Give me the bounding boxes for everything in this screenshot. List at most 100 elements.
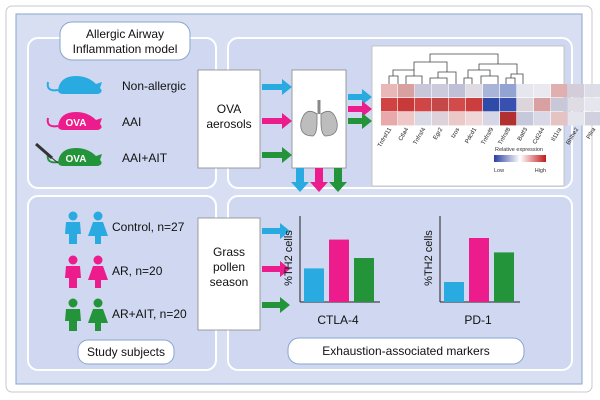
arrow-blue-down [291, 168, 309, 192]
heatmap-cell [449, 98, 466, 112]
arrow-blue [348, 89, 372, 105]
mouse-group-label: AAI [122, 115, 141, 129]
ova-box-line1: OVA [217, 102, 241, 116]
heatmap-cell [398, 84, 415, 98]
heatmap-cell [500, 112, 517, 126]
heatmap-cell [517, 84, 534, 98]
lung-icon [300, 100, 338, 137]
heatmap-cell [585, 98, 600, 112]
arrow-green-down [329, 168, 347, 192]
heatmap-cell [517, 98, 534, 112]
heatmap-cell [568, 98, 585, 112]
arrow-pink-down [310, 168, 328, 192]
grass-box-line3: season [210, 275, 249, 289]
bar-ar-ait [494, 252, 514, 302]
mouse-icon [46, 76, 102, 94]
ova-badge: OVA [66, 118, 87, 129]
bar-ar-ait [354, 258, 374, 302]
person-icon [65, 255, 81, 288]
heatmap-cell [432, 98, 449, 112]
heatmap-cell [432, 112, 449, 126]
heatmap-cell [568, 112, 585, 126]
arrow-pink [262, 113, 292, 129]
model-title-line2: Inflammation model [73, 42, 178, 56]
heatmap-cell [483, 84, 500, 98]
chart-ylabel: %TH2 cells [283, 230, 295, 286]
heatmap-cell [568, 84, 585, 98]
chart-xlabel: PD-1 [464, 313, 492, 327]
heatmap-cell [500, 84, 517, 98]
human-group-label: AR, n=20 [112, 264, 163, 278]
heatmap-cell [483, 112, 500, 126]
heatmap-cell [551, 98, 568, 112]
dendrogram [388, 53, 524, 84]
heatmap-cell [517, 112, 534, 126]
heatmap-cell [466, 84, 483, 98]
people-icons [65, 211, 108, 331]
heatmap-cell [449, 112, 466, 126]
human-group-label: Control, n=27 [112, 220, 185, 234]
arrow-green [262, 297, 290, 313]
person-icon [88, 298, 108, 331]
heatmap-cell [381, 98, 398, 112]
mouse-group-label: Non-allergic [122, 79, 186, 93]
legend-colorbar [494, 155, 546, 162]
heatmap-cell [585, 84, 600, 98]
bar-ar [329, 239, 349, 302]
model-title-line1: Allergic Airway [86, 27, 164, 41]
chart-xlabel: CTLA-4 [317, 313, 359, 327]
heatmap-cell [483, 98, 500, 112]
heatmap-cell [534, 84, 551, 98]
mouse-group-label: AAI+AIT [122, 151, 168, 165]
heatmap-cell [585, 112, 600, 126]
grass-pollen-box [197, 217, 261, 331]
arrow-blue [262, 223, 290, 239]
gene-label: Pilra [586, 126, 598, 140]
study-subjects-title: Study subjects [87, 345, 165, 359]
heatmap-cell [415, 84, 432, 98]
chart-ylabel: %TH2 cells [423, 230, 435, 286]
heatmap-cell [415, 98, 432, 112]
heatmap-cell [500, 98, 517, 112]
arrow-pink [262, 261, 290, 277]
bar-control [444, 282, 464, 302]
gene-label: Egr2 [433, 126, 445, 141]
person-icon [88, 211, 108, 244]
arrow-green [348, 113, 372, 129]
legend-low: Low [494, 168, 504, 174]
person-icon [88, 255, 108, 288]
lung-box [291, 69, 347, 169]
bar-ar [469, 238, 489, 302]
ova-box-line2: aerosols [206, 117, 251, 131]
grass-box-line1: Grass [213, 245, 245, 259]
study-subjects-pill [77, 339, 175, 365]
arrow-green [262, 147, 292, 163]
heatmap-cell [398, 112, 415, 126]
legend-high: High [535, 168, 546, 174]
arrow-pink [348, 101, 372, 117]
person-icon [65, 211, 81, 244]
model-title-pill [59, 21, 191, 61]
person-icon [65, 298, 81, 331]
heatmap-cell [398, 98, 415, 112]
heatmap-cell [449, 84, 466, 98]
ova-aerosols-box [197, 69, 261, 169]
gene-label: Izos [451, 127, 462, 140]
heatmap-cell [551, 112, 568, 126]
heatmap-cell [381, 84, 398, 98]
heatmap-cell [466, 112, 483, 126]
ova-badge: OVA [66, 154, 87, 165]
heatmap-cell [534, 98, 551, 112]
heatmap-cell [466, 98, 483, 112]
legend-title: Relative expression [495, 147, 543, 153]
heatmap-cell [381, 112, 398, 126]
markers-pill [287, 337, 525, 365]
bar-control [304, 268, 324, 302]
heatmap-cell [534, 112, 551, 126]
heatmap-cell [432, 84, 449, 98]
mouse-syringe-icon [35, 142, 102, 166]
arrow-blue [262, 79, 292, 95]
mouse-icon [46, 112, 102, 130]
